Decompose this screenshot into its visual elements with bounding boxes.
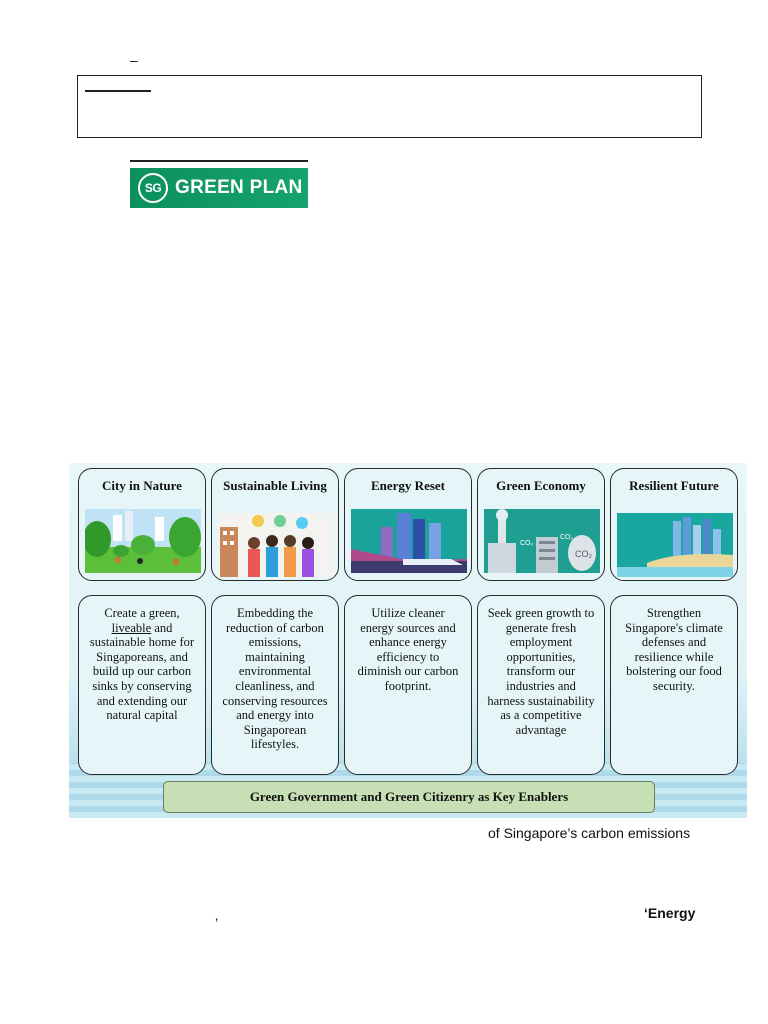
logo-wordmark: GREEN PLAN: [175, 177, 303, 198]
pillar-title: Resilient Future: [629, 478, 719, 493]
pillar-sustainable-living: Sustainable Living: [211, 468, 339, 581]
box-underline: [85, 90, 151, 92]
svg-text:CO₂: CO₂: [575, 549, 593, 559]
pillar-resilient-future: Resilient Future: [610, 468, 738, 581]
pillar-green-economy: Green Economy CO₂ CO₂ CO₂: [477, 468, 605, 581]
desc-underlined-word: liveable: [111, 620, 152, 635]
pillar-title: Sustainable Living: [223, 478, 327, 493]
closing-quote-mark: ’: [215, 915, 219, 931]
industry-co2-icon: CO₂ CO₂ CO₂: [484, 509, 600, 573]
green-plan-infographic: City in Nature Sustainable Living: [69, 463, 747, 818]
pillar-title: City in Nature: [102, 478, 182, 493]
key-enablers-bar: Green Government and Green Citizenry as …: [163, 781, 655, 813]
pillar-description: Strengthen Singapore's climate defenses …: [610, 595, 738, 775]
sg-green-plan-logo: SG GREEN PLAN: [130, 168, 308, 208]
park-icon: [85, 509, 201, 573]
city-transport-icon: [351, 509, 467, 573]
pillar-title: Green Economy: [496, 478, 586, 493]
note-box: [77, 75, 702, 138]
pillar-city-in-nature: City in Nature: [78, 468, 206, 581]
svg-text:CO₂: CO₂: [560, 534, 574, 541]
desc-part: and sustainable home for Singaporeans, a…: [89, 620, 195, 723]
energy-quote-fragment: ‘Energy: [644, 905, 696, 921]
logo-rule: [130, 160, 308, 162]
heading-dash: –: [130, 52, 138, 68]
logo-circle: SG: [138, 173, 168, 203]
svg-text:CO₂: CO₂: [520, 540, 534, 547]
pillar-description: Utilize cleaner energy sources and enhan…: [344, 595, 472, 775]
pillar-energy-reset: Energy Reset: [344, 468, 472, 581]
desc-part: Create a green,: [104, 606, 180, 620]
community-icon: [218, 513, 334, 577]
pillar-description: Embedding the reduction of carbon emissi…: [211, 595, 339, 775]
caption-text: of Singapore’s carbon emissions: [488, 825, 691, 841]
pillar-title: Energy Reset: [370, 478, 445, 493]
pillar-description: Create a green, liveable and sustainable…: [78, 595, 206, 775]
pillar-description: Seek green growth to generate fresh empl…: [477, 595, 605, 775]
coastal-skyline-icon: [617, 513, 733, 577]
